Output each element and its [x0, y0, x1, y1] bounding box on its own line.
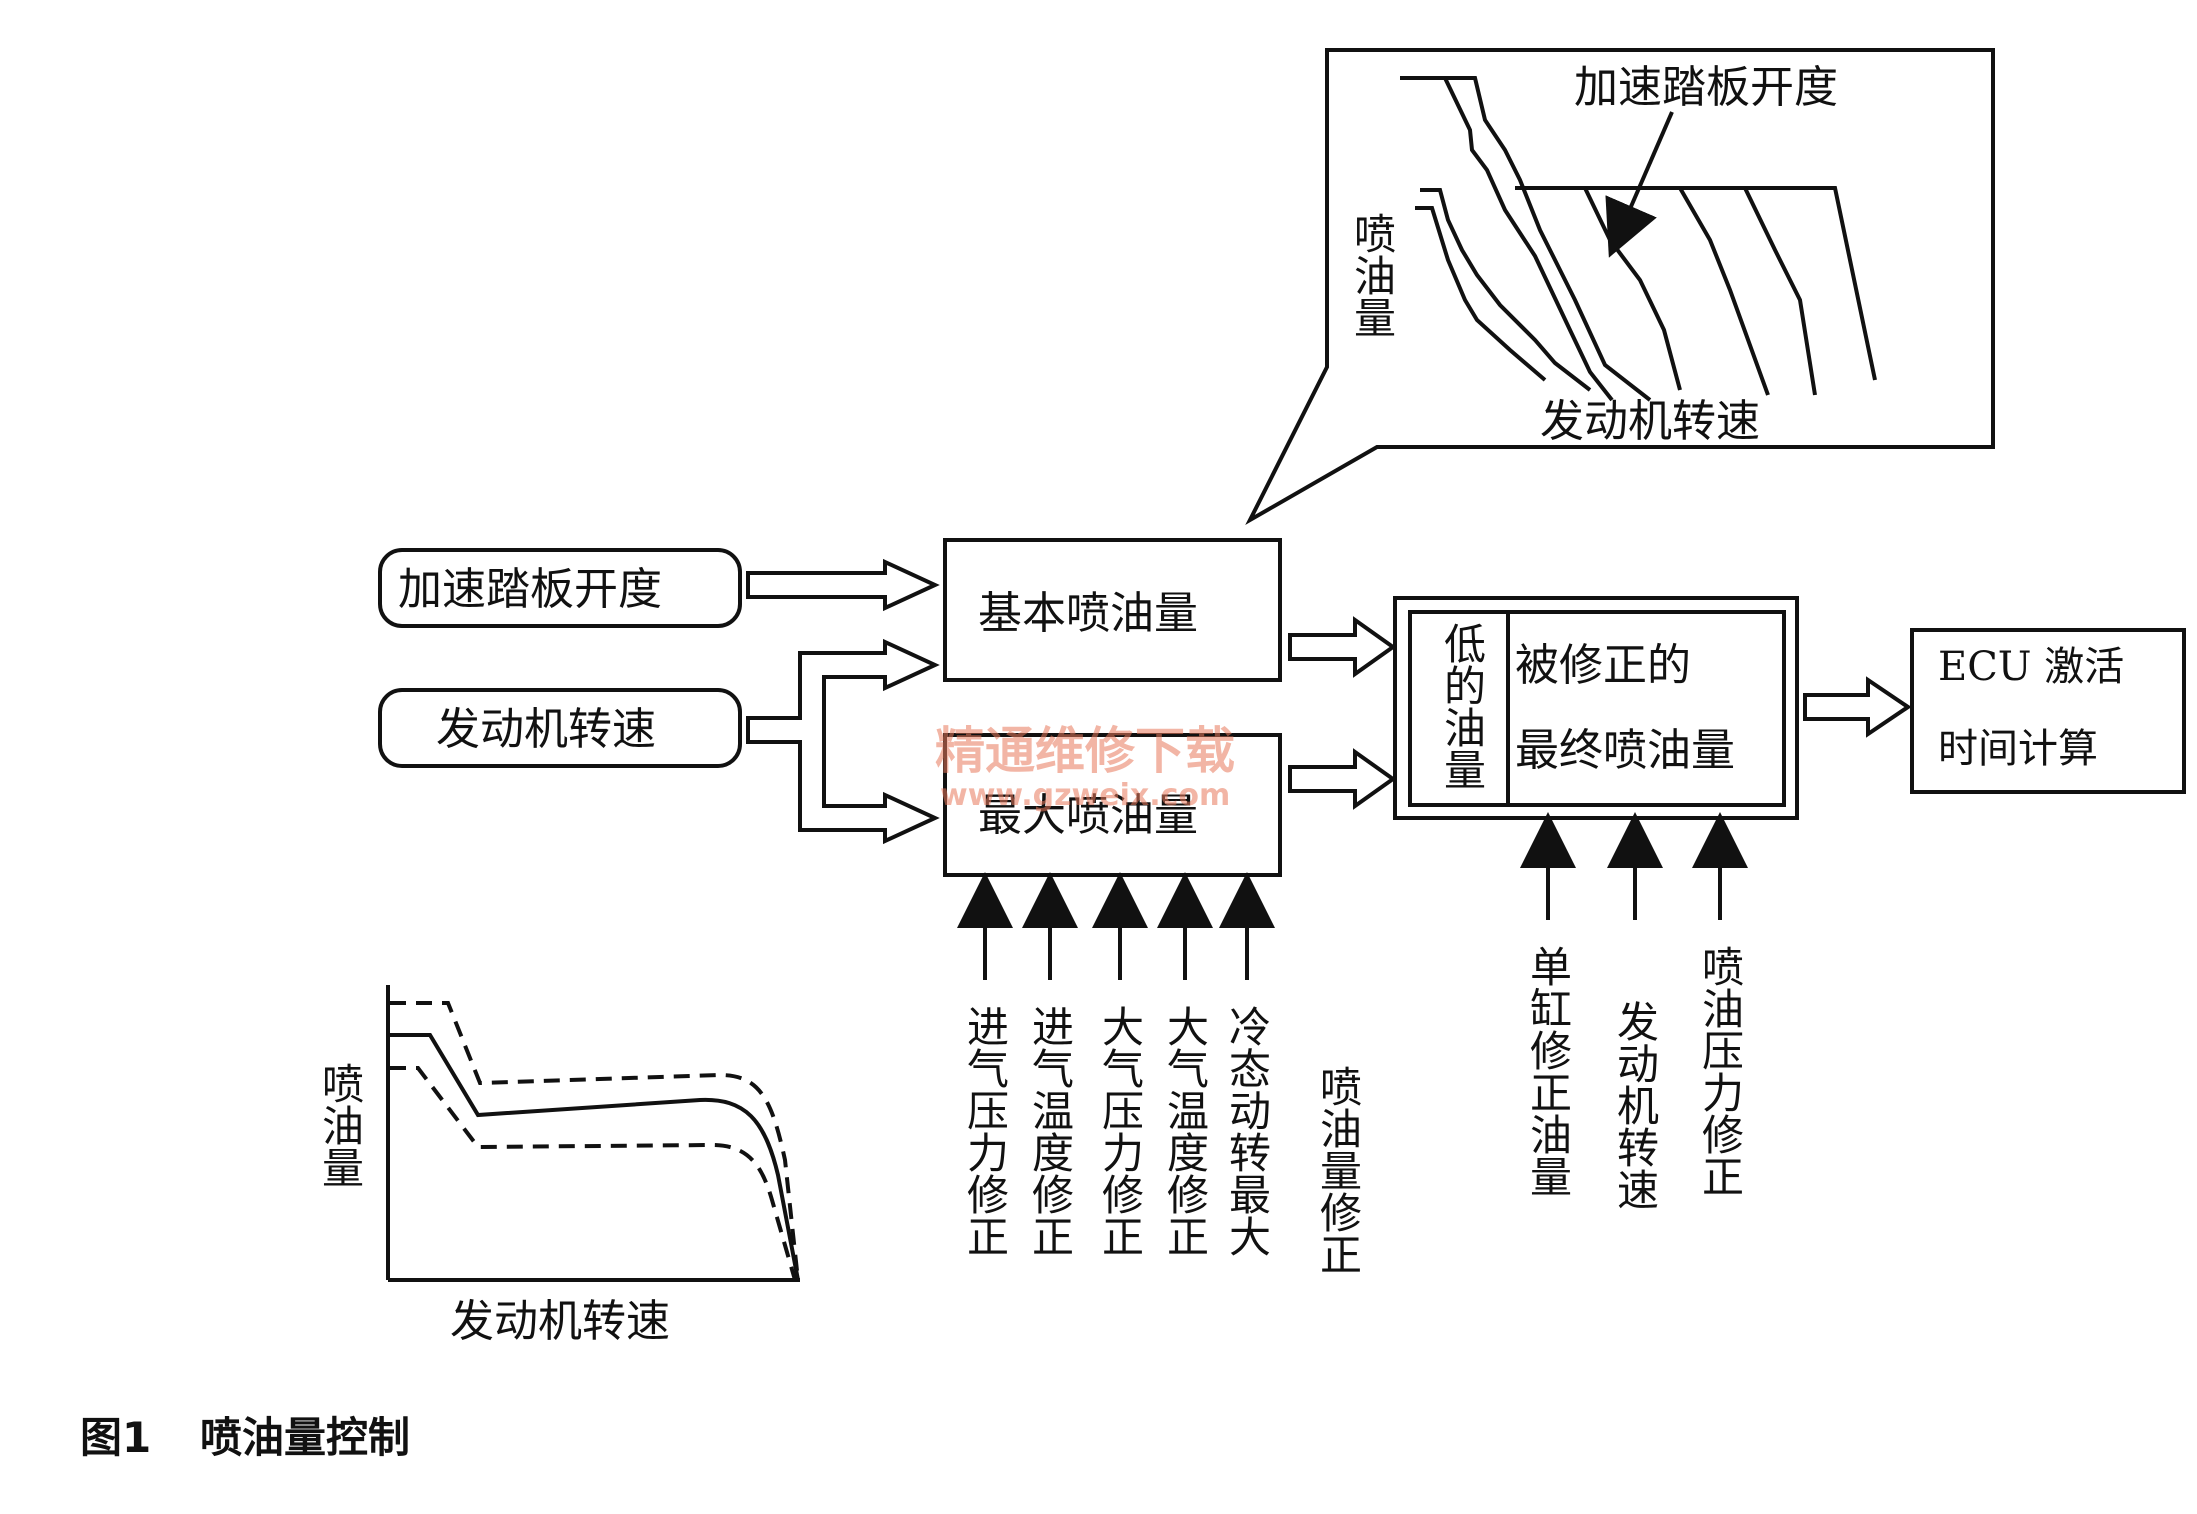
block-ecu-line2: 时间计算: [1938, 726, 2098, 772]
block-final-injection: 低的油量 被修正的 最终喷油量: [1393, 596, 1799, 820]
max-correction-labels: 进气压力修正 进气温度修正 大气压力修正 大气温度修正 冷态动转最大 喷油量修正: [961, 1005, 1363, 1275]
watermark-line1: 精通维修下载: [935, 722, 1235, 780]
inset-title: 加速踏板开度: [1574, 62, 1838, 113]
final-correction-arrows: [1520, 812, 1748, 920]
inset-graph: 加速踏板开度 发动机转速 喷油量: [1245, 48, 1995, 526]
caption-title: 喷油量控制: [200, 1413, 410, 1462]
max-correction-arrows: [957, 872, 1275, 980]
max-correction-5: 冷态动转最大: [1223, 1005, 1272, 1257]
inset-curves: [1400, 76, 1877, 402]
figure-caption: 图1 喷油量控制: [80, 1413, 410, 1462]
hollow-arrows: [746, 558, 1912, 845]
bottom-graph-xlabel: 发动机转速: [450, 1296, 670, 1347]
bottom-graph-dashed-upper: [390, 1001, 800, 1281]
input-pedal-label: 加速踏板开度: [398, 564, 662, 615]
block-final-lower-side: 低的油量: [1438, 622, 1487, 790]
inset-ylabel: 喷油量: [1348, 212, 1397, 338]
inset-callout-frame: [1245, 48, 1995, 526]
bottom-graph: 喷油量 发动机转速: [316, 985, 800, 1347]
inset-pointer-arrow: [1605, 111, 1674, 258]
block-final-outer: [1393, 596, 1799, 820]
bottom-graph-ylabel: 喷油量: [316, 1062, 365, 1188]
input-speed-box: [378, 688, 742, 768]
max-correction-3: 大气压力修正: [1096, 1005, 1145, 1257]
block-ecu-box: [1910, 628, 2186, 794]
watermark-line2: www.gzweix.com: [940, 778, 1230, 813]
final-correction-2: 发动机转速: [1611, 1000, 1660, 1210]
max-correction-2: 进气温度修正: [1026, 1005, 1075, 1257]
block-basic-box: [943, 538, 1282, 682]
block-basic-injection: 基本喷油量: [943, 538, 1282, 682]
watermark: 精通维修下载 www.gzweix.com: [935, 722, 1235, 813]
final-correction-labels: 单缸修正油量 发动机转速 喷油压力修正: [1524, 945, 1745, 1210]
max-correction-1: 进气压力修正: [961, 1005, 1010, 1257]
block-final-line2: 最终喷油量: [1515, 725, 1735, 776]
input-pedal-box: [378, 548, 742, 628]
block-max-label: 最大喷油量: [978, 790, 1198, 841]
block-final-line1: 被修正的: [1515, 640, 1691, 691]
block-final-inner: [1408, 610, 1786, 807]
max-correction-6: 喷油量修正: [1314, 1065, 1363, 1275]
input-speed: 发动机转速: [378, 688, 742, 768]
input-speed-label: 发动机转速: [436, 704, 656, 755]
caption-label: 图1: [80, 1413, 151, 1462]
input-pedal: 加速踏板开度: [378, 548, 742, 628]
max-correction-4: 大气温度修正: [1161, 1005, 1210, 1257]
bottom-graph-solid-curve: [390, 1033, 800, 1281]
block-basic-label: 基本喷油量: [978, 588, 1198, 639]
final-correction-3: 喷油压力修正: [1696, 945, 1745, 1197]
bottom-graph-dashed-lower: [390, 1066, 797, 1281]
final-correction-1: 单缸修正油量: [1524, 945, 1573, 1197]
block-ecu: ECU 激活 时间计算: [1910, 628, 2186, 794]
inset-xlabel: 发动机转速: [1540, 396, 1760, 447]
block-ecu-line1: ECU 激活: [1938, 644, 2124, 690]
